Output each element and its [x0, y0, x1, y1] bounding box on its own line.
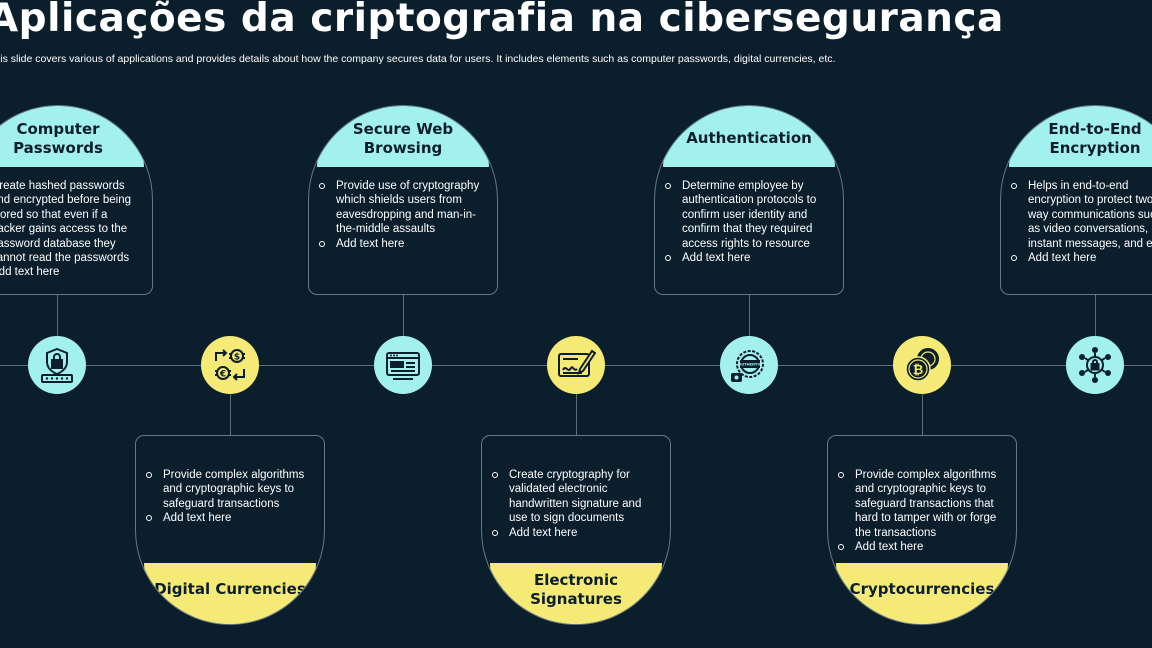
card-point: Add text here	[490, 526, 656, 540]
encryption-network-icon	[1066, 336, 1124, 394]
card-title: Electronic Signatures	[490, 563, 662, 624]
card-point: Provide complex algorithms and cryptogra…	[144, 468, 310, 511]
card-title: Cryptocurrencies	[836, 563, 1008, 624]
card-title: Secure Web Browsing	[317, 106, 489, 167]
card-point: Determine employee by authentication pro…	[663, 179, 829, 251]
card-point: Create cryptography for validated electr…	[490, 468, 656, 526]
card-points: Create hashed passwords and encrypted be…	[0, 179, 138, 280]
card-title: Computer Passwords	[0, 106, 144, 167]
page-subtitle: This slide covers various of application…	[0, 53, 836, 65]
card-title: Digital Currencies	[144, 563, 316, 624]
connector-line	[57, 295, 58, 337]
card-digital-currencies: Provide complex algorithms and cryptogra…	[135, 435, 325, 625]
connector-line	[576, 394, 577, 436]
card-title: Authentication	[663, 106, 835, 167]
card-points: Determine employee by authentication pro…	[663, 179, 829, 265]
card-point: Add text here	[144, 511, 310, 525]
svg-text:$: $	[234, 353, 240, 363]
card-point: Add text here	[836, 540, 1002, 554]
page-title: Aplicações da criptografia na cibersegur…	[0, 0, 1004, 41]
connector-line	[922, 394, 923, 436]
card-electronic-signatures: Create cryptography for validated electr…	[481, 435, 671, 625]
authentic-badge-icon: AUTHENTIC	[720, 336, 778, 394]
card-point: Create hashed passwords and encrypted be…	[0, 179, 138, 265]
bitcoin-coins-icon: ₿	[893, 336, 951, 394]
card-point: Add text here	[0, 265, 138, 279]
card-points: Provide complex algorithms and cryptogra…	[836, 468, 1002, 554]
card-title: End-to-End Encryption	[1009, 106, 1152, 167]
card-point: Add text here	[317, 237, 483, 251]
svg-text:AUTHENTIC: AUTHENTIC	[739, 363, 762, 367]
card-point: Provide complex algorithms and cryptogra…	[836, 468, 1002, 540]
svg-text:₿: ₿	[913, 363, 924, 378]
card-points: Create cryptography for validated electr…	[490, 468, 656, 540]
web-browser-icon	[374, 336, 432, 394]
svg-text:€: €	[219, 370, 226, 380]
card-secure-web-browsing: Secure Web Browsing Provide use of crypt…	[308, 105, 498, 295]
card-point: Add text here	[663, 251, 829, 265]
card-cryptocurrencies: Provide complex algorithms and cryptogra…	[827, 435, 1017, 625]
card-points: Provide complex algorithms and cryptogra…	[144, 468, 310, 526]
card-point: Provide use of cryptography which shield…	[317, 179, 483, 237]
connector-line	[403, 295, 404, 337]
lock-password-icon	[28, 336, 86, 394]
card-authentication: Authentication Determine employee by aut…	[654, 105, 844, 295]
signature-icon	[547, 336, 605, 394]
card-computer-passwords: Computer Passwords Create hashed passwor…	[0, 105, 153, 295]
currency-exchange-icon: $ €	[201, 336, 259, 394]
connector-line	[230, 394, 231, 436]
card-point: Helps in end-to-end encryption to protec…	[1009, 179, 1152, 251]
connector-line	[1095, 295, 1096, 337]
card-point: Add text here	[1009, 251, 1152, 265]
card-points: Helps in end-to-end encryption to protec…	[1009, 179, 1152, 265]
card-end-to-end-encryption: End-to-End Encryption Helps in end-to-en…	[1000, 105, 1152, 295]
card-points: Provide use of cryptography which shield…	[317, 179, 483, 251]
connector-line	[749, 295, 750, 337]
